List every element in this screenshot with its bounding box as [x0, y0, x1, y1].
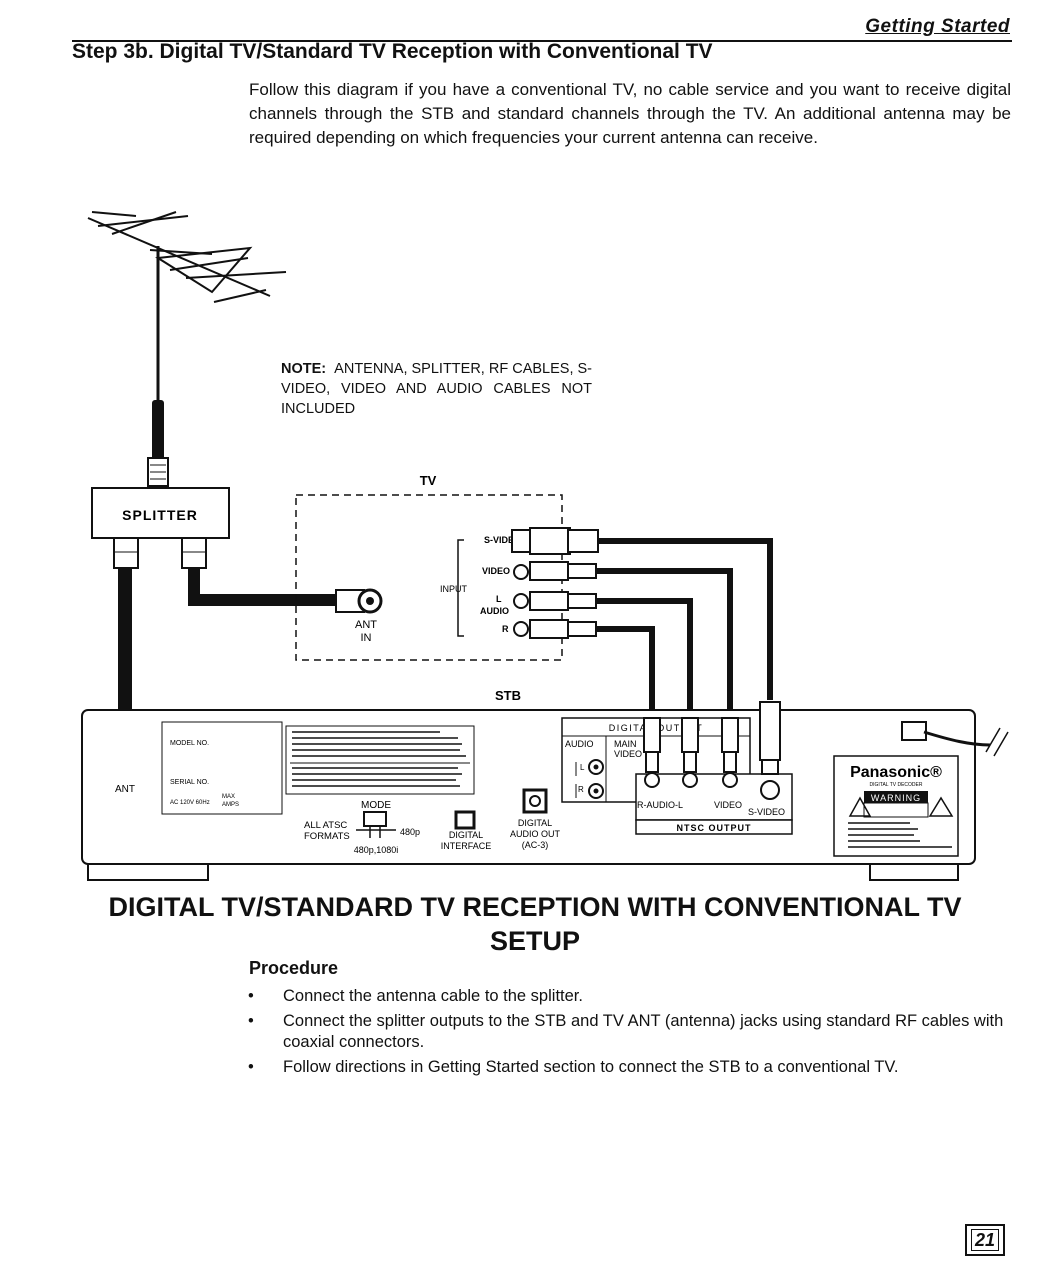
- page-number: 21: [965, 1224, 1005, 1256]
- setup-title: DIGITAL TV/STANDARD TV RECEPTION WITH CO…: [60, 890, 1010, 958]
- note-text: NOTE: ANTENNA, SPLITTER, RF CABLES, S-VI…: [281, 359, 592, 419]
- page-number-value: 21: [970, 1229, 1000, 1251]
- digital-audio-port[interactable]: [522, 788, 548, 814]
- stb-l-label: L: [580, 763, 585, 772]
- note-label: NOTE:: [281, 361, 327, 377]
- stb-ant-label: ANT: [115, 784, 135, 795]
- tv-av-jacks: [511, 527, 599, 639]
- list-item: Follow directions in Getting Started sec…: [245, 1057, 1010, 1078]
- formats-label: FORMATS: [304, 831, 350, 842]
- intro-paragraph: Follow this diagram if you have a conven…: [249, 80, 1011, 147]
- setup-title-line1: DIGITAL TV/STANDARD TV RECEPTION WITH CO…: [108, 892, 962, 922]
- note-body: ANTENNA, SPLITTER, RF CABLES, S-VIDEO, V…: [281, 361, 592, 417]
- digital-audio-label-2: AUDIO OUT: [510, 829, 561, 839]
- warning-triangle-icon-right: [928, 796, 954, 817]
- amps-label: AMPS: [222, 802, 239, 808]
- serial-no-label: SERIAL NO.: [170, 779, 209, 786]
- section-header: Getting Started: [72, 16, 1012, 42]
- antenna-cable: [152, 400, 164, 460]
- r-audio-l-label: R-AUDIO-L: [637, 800, 683, 810]
- stb-label: STB: [495, 688, 521, 703]
- splitter-label: SPLITTER: [122, 507, 198, 523]
- tv-svideo-label: S-VIDEO: [484, 535, 521, 545]
- rf-cable-stb: [118, 568, 132, 738]
- digital-audio-label-3: (AC-3): [522, 840, 549, 850]
- tv-label: TV: [420, 473, 437, 488]
- video-label: VIDEO: [614, 749, 642, 759]
- tv-l-label: L: [496, 594, 502, 604]
- all-atsc-label: ALL ATSC: [304, 820, 347, 831]
- mode-switch[interactable]: [363, 811, 387, 827]
- ntsc-video-label: VIDEO: [714, 800, 742, 810]
- warning-triangle-icon-left: [848, 796, 872, 817]
- tv-video-label: VIDEO: [482, 566, 510, 576]
- step-title: Step 3b. Digital TV/Standard TV Receptio…: [72, 40, 713, 63]
- tv-r-label: R: [502, 624, 509, 634]
- digital-interface-port[interactable]: [454, 810, 476, 830]
- brand-logo: Panasonic®: [850, 764, 942, 781]
- tv-in-label: IN: [361, 632, 372, 644]
- max-label: MAX: [222, 794, 235, 800]
- brand-label: Panasonic® DIGITAL TV DECODER WARNING: [833, 755, 959, 857]
- power-label: AC 120V 60Hz: [170, 800, 210, 806]
- tv-input-label: INPUT: [440, 584, 468, 594]
- main-label: MAIN: [614, 739, 637, 749]
- connection-diagram: SPLITTER TV ANT IN INPUT S-VIDEO VIDEO A…: [81, 211, 1009, 881]
- digital-audio-label-1: DIGITAL: [518, 818, 552, 828]
- rf-cable-tv: [188, 568, 340, 606]
- setup-title-line2: SETUP: [489, 926, 581, 956]
- audio-label: AUDIO: [565, 739, 594, 749]
- warning-label: WARNING: [871, 793, 921, 803]
- antenna-icon: [87, 211, 287, 400]
- res-480p-1080i-label: 480p,1080i: [354, 845, 399, 855]
- digital-interface-label-1: DIGITAL: [449, 830, 483, 840]
- section-title: Getting Started: [865, 16, 1010, 37]
- tv-ant-label: ANT: [355, 619, 377, 631]
- procedure-list: Connect the antenna cable to the splitte…: [245, 986, 1010, 1082]
- procedure-heading: Procedure: [249, 958, 339, 978]
- av-cables: [596, 538, 773, 720]
- rating-label: MODEL NO. SERIAL NO. AC 120V 60Hz MAX AM…: [161, 721, 475, 815]
- splitter-box: [91, 487, 230, 539]
- tv-audio-label: AUDIO: [480, 606, 509, 616]
- mode-label: MODE: [361, 800, 391, 811]
- res-480p-label: 480p: [400, 827, 420, 837]
- stb-r-label: R: [578, 785, 584, 794]
- list-item: Connect the antenna cable to the splitte…: [245, 986, 1010, 1007]
- model-no-label: MODEL NO.: [170, 740, 209, 747]
- brand-sub: DIGITAL TV DECODER: [870, 782, 923, 788]
- list-item: Connect the splitter outputs to the STB …: [245, 1011, 1010, 1053]
- ntsc-svideo-label: S-VIDEO: [748, 807, 785, 817]
- ntsc-output-label: NTSC OUTPUT: [677, 823, 752, 833]
- rca-plugs: [643, 701, 781, 800]
- digital-interface-label-2: INTERFACE: [441, 841, 492, 851]
